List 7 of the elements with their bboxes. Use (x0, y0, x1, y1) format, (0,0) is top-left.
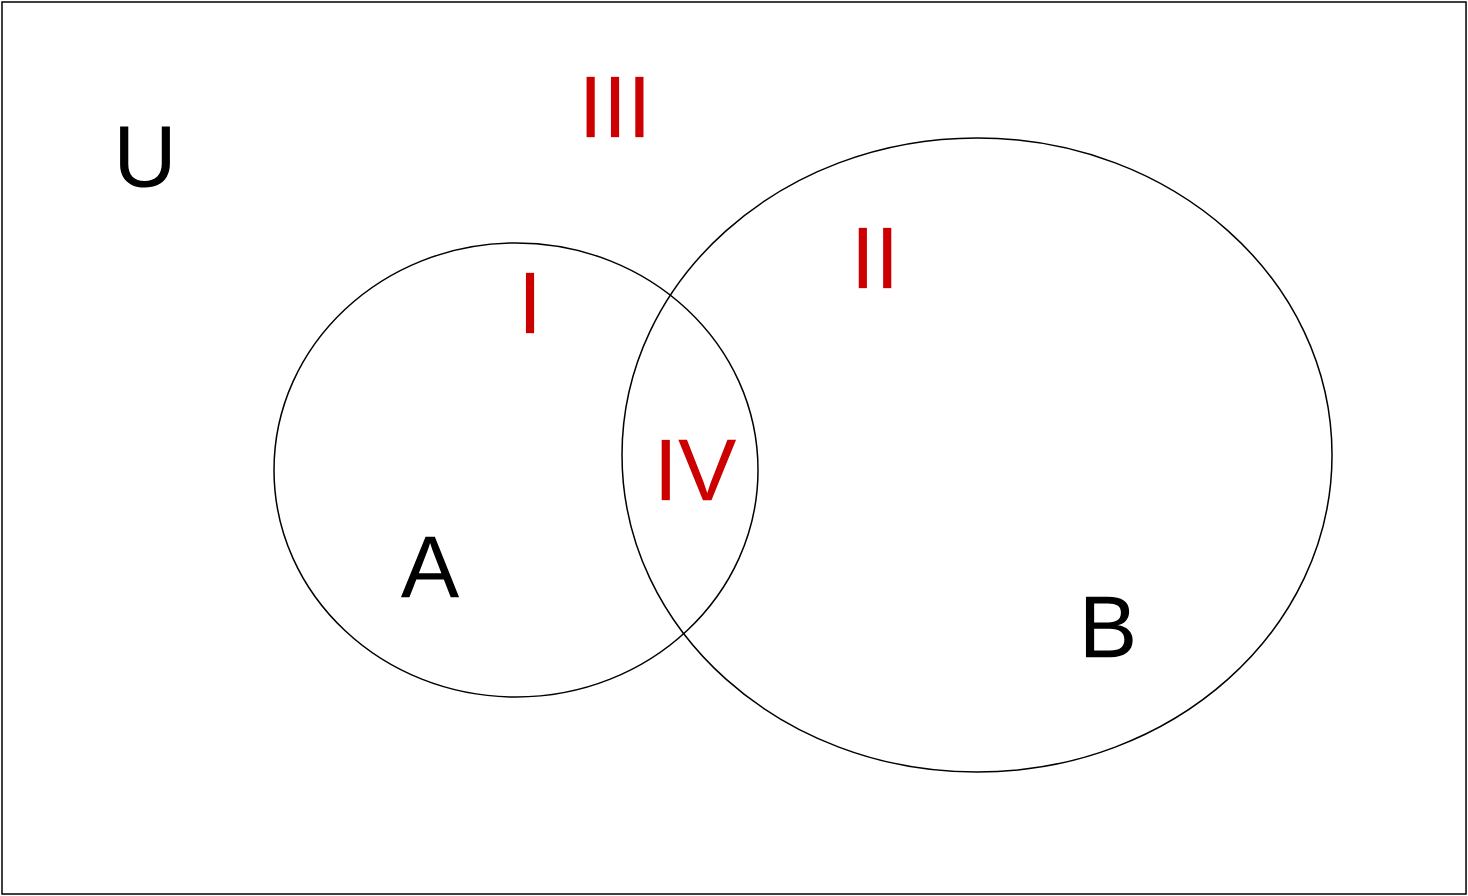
set-label: A (400, 536, 460, 598)
set-label: U (120, 126, 170, 188)
region-numeral: II (858, 227, 892, 289)
region-numeral: III (586, 76, 644, 138)
region-numeral: I (525, 272, 535, 334)
region-numeral: IV (661, 439, 737, 501)
set-label: B (1085, 596, 1133, 658)
